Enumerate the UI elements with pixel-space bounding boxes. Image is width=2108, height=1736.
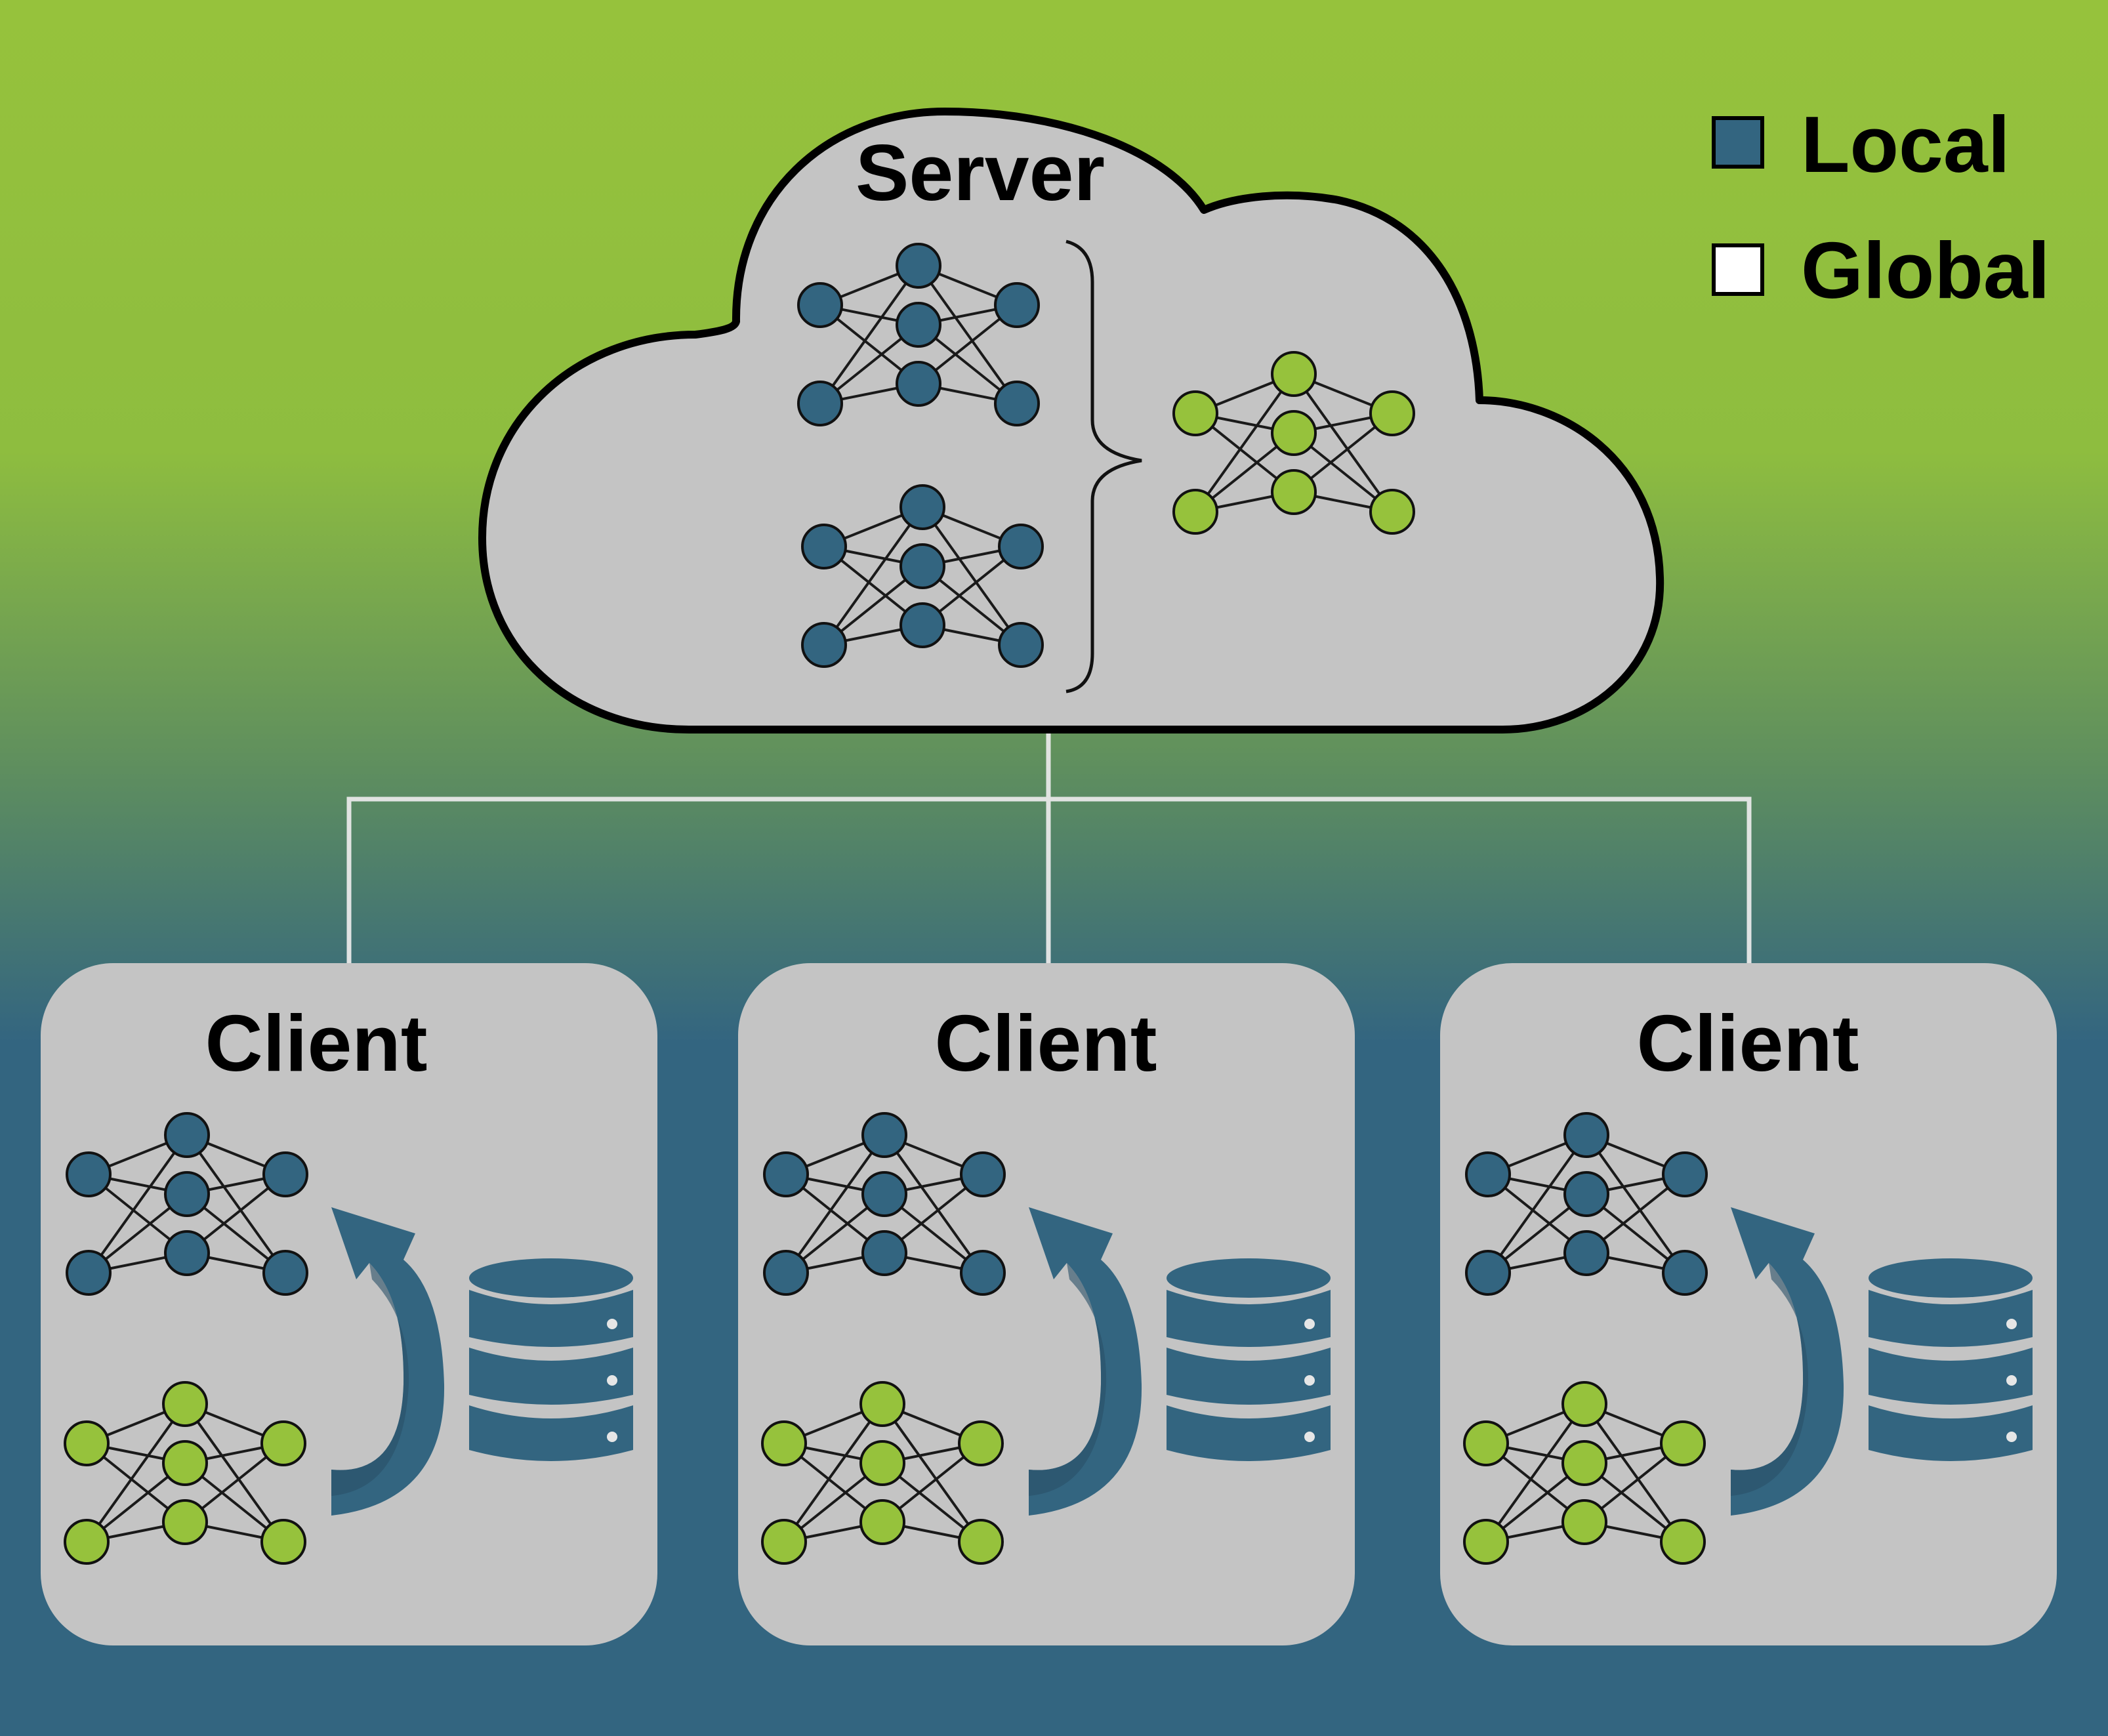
client-title: Client (935, 999, 1157, 1088)
client-panel: Client (738, 963, 1355, 1645)
server-title: Server (856, 128, 1105, 217)
legend-swatch-global (1712, 243, 1764, 296)
aggregation-brace (1065, 239, 1142, 693)
client-panel: Client (1440, 963, 2057, 1645)
client-title: Client (1637, 999, 1859, 1088)
legend-label-local: Local (1801, 100, 2010, 189)
server-cloud: Server (478, 108, 1664, 734)
legend-label-global: Global (1801, 226, 2050, 315)
legend-swatch-local (1712, 116, 1764, 169)
legend: Local Global (1712, 100, 2050, 315)
connection-lines (346, 728, 1752, 964)
client-title: Client (205, 999, 428, 1088)
client-panel: Client (41, 963, 657, 1645)
